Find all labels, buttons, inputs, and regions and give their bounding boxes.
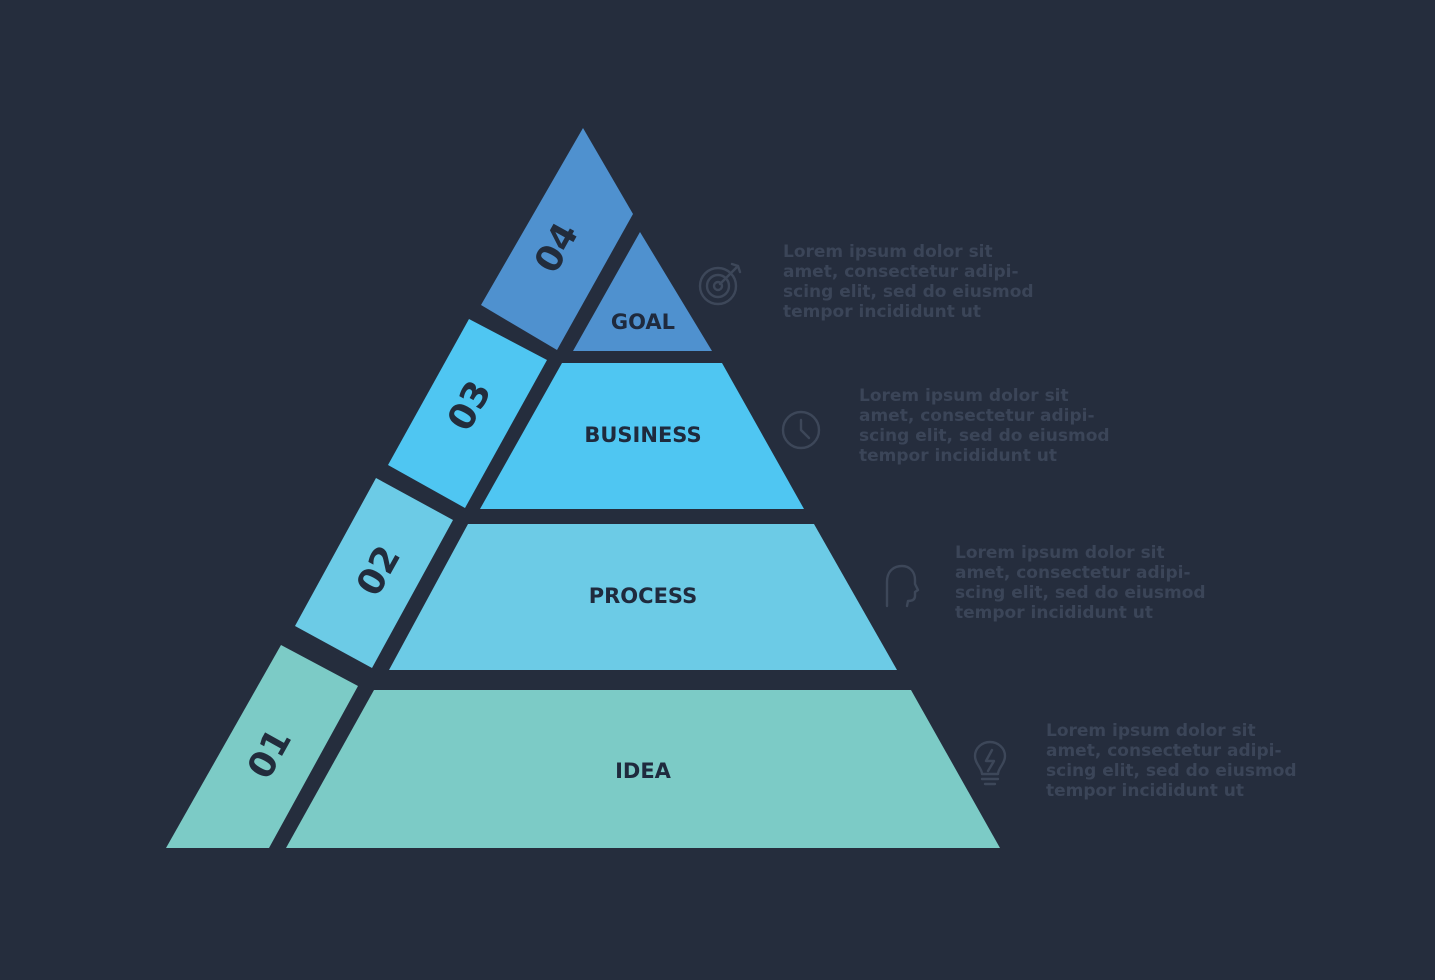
description-line: Lorem ipsum dolor sit (859, 386, 1069, 406)
level-label-idea: IDEA (615, 759, 672, 783)
description-line: scing elit, sed do eiusmod (1046, 761, 1297, 781)
side-segment-01 (166, 645, 358, 848)
description-line: Lorem ipsum dolor sit (955, 543, 1165, 563)
description-business: Lorem ipsum dolor sit amet, consectetur … (859, 386, 1139, 466)
description-line: amet, consectetur adipi- (783, 262, 1019, 282)
lightbulb-icon (973, 740, 1007, 786)
description-line: amet, consectetur adipi- (955, 563, 1191, 583)
level-label-goal: GOAL (611, 310, 675, 334)
level-band-goal (573, 232, 712, 351)
description-line: scing elit, sed do eiusmod (783, 282, 1034, 302)
side-segment-03 (388, 319, 547, 508)
description-line: tempor incididunt ut (783, 302, 981, 322)
description-line: scing elit, sed do eiusmod (955, 583, 1206, 603)
side-segment-04 (481, 128, 633, 350)
level-label-business: BUSINESS (584, 423, 701, 447)
description-goal: Lorem ipsum dolor sit amet, consectetur … (783, 242, 1063, 322)
description-line: tempor incididunt ut (859, 446, 1057, 466)
head-profile-icon (885, 564, 920, 608)
side-segment-02 (295, 478, 453, 668)
level-band-idea (286, 690, 1000, 848)
description-idea: Lorem ipsum dolor sit amet, consectetur … (1046, 721, 1326, 801)
description-line: tempor incididunt ut (1046, 781, 1244, 801)
description-line: scing elit, sed do eiusmod (859, 426, 1110, 446)
target-icon (698, 262, 742, 306)
description-line: amet, consectetur adipi- (1046, 741, 1282, 761)
description-line: Lorem ipsum dolor sit (783, 242, 993, 262)
description-line: amet, consectetur adipi- (859, 406, 1095, 426)
description-line: tempor incididunt ut (955, 603, 1153, 623)
clock-icon (781, 410, 821, 450)
description-process: Lorem ipsum dolor sit amet, consectetur … (955, 543, 1235, 623)
level-band-process (389, 524, 897, 670)
description-line: Lorem ipsum dolor sit (1046, 721, 1256, 741)
level-label-process: PROCESS (589, 584, 697, 608)
level-band-business (480, 363, 804, 509)
